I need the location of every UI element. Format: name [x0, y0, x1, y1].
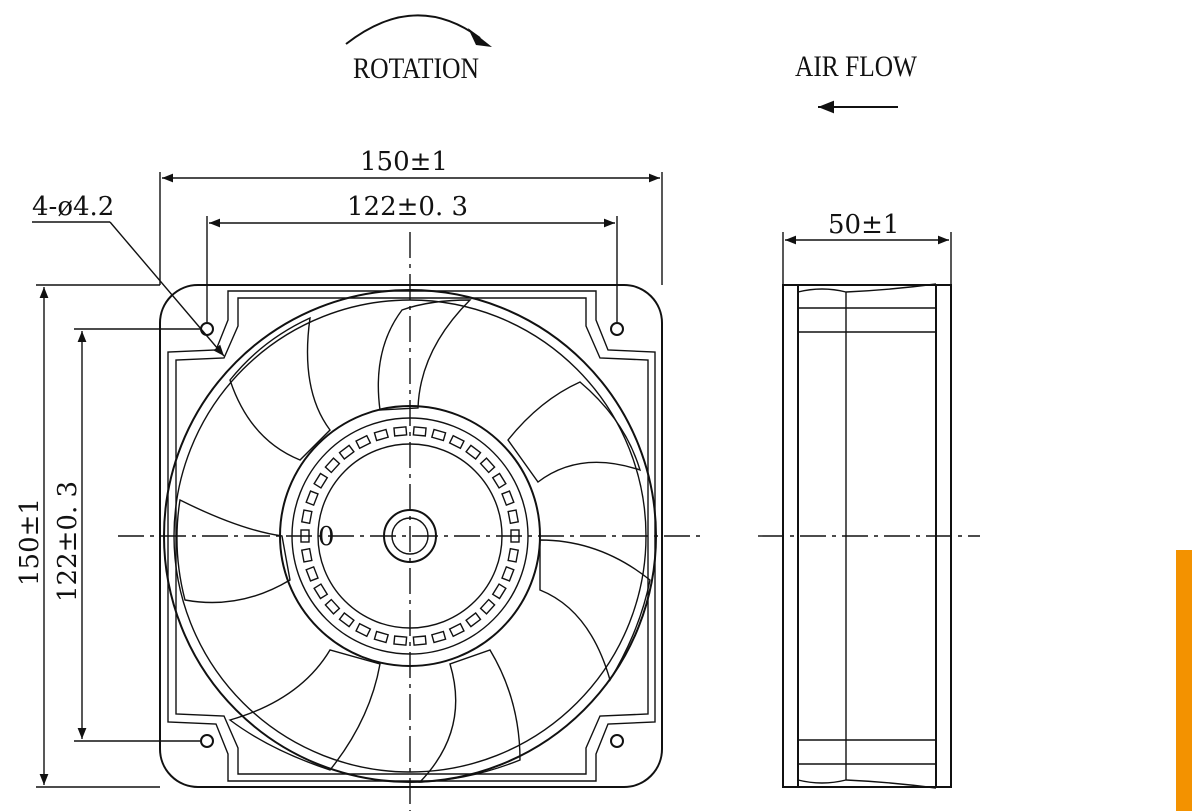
- hub-slot: [507, 509, 520, 525]
- fan-blades: [176, 299, 651, 783]
- hub-slot: [501, 490, 515, 507]
- hub-slot: [355, 622, 372, 638]
- mount-hole-tr: [610, 322, 624, 336]
- hub-slot: [313, 583, 329, 600]
- hub-slot: [507, 547, 520, 563]
- hub-slot: [465, 444, 482, 460]
- rotation-label: ROTATION: [353, 52, 479, 85]
- side-view: 50±1: [758, 210, 980, 789]
- dim-width-mount: 122±0. 3: [347, 192, 468, 222]
- mount-hole-tl: [200, 322, 214, 336]
- hub-slot: [491, 583, 507, 600]
- hole-callout: 4-ø4.2: [32, 192, 114, 222]
- airflow-indicator: AIR FLOW: [795, 50, 918, 114]
- hub-slot: [465, 612, 482, 628]
- hub-slot: [355, 434, 372, 450]
- hole-leader: [109, 221, 225, 357]
- hub-slot: [338, 444, 355, 460]
- fan-blade: [377, 299, 472, 411]
- fan-blade: [507, 381, 642, 483]
- hub-slot: [430, 630, 447, 644]
- hub-slot: [305, 565, 319, 582]
- frame-inner-edge: [175, 297, 649, 775]
- hub-slot: [300, 509, 313, 525]
- hub-slot: [448, 434, 465, 450]
- hub-slot: [305, 490, 319, 507]
- hub-slot: [479, 457, 496, 474]
- mount-hole-br: [610, 734, 624, 748]
- fan-blade: [176, 498, 291, 604]
- mount-hole-bl: [200, 734, 214, 748]
- hub-slot: [430, 428, 447, 442]
- hub-slot: [373, 630, 390, 644]
- hub-slot: [491, 472, 507, 489]
- hub-slot: [393, 426, 408, 437]
- dimensions-front: 150±1 122±0. 3 4-ø4.2 150±1 122±0. 3: [15, 147, 663, 788]
- hub-slot: [313, 472, 329, 489]
- dim-depth: 50±1: [828, 210, 899, 240]
- fan-blade: [418, 649, 521, 783]
- hub-slot: [448, 622, 465, 638]
- side-rib-top: [797, 283, 937, 293]
- hub-slot: [412, 426, 427, 437]
- rotation-indicator: ROTATION: [345, 14, 492, 85]
- hub-slot: [393, 635, 408, 646]
- front-view: 0: [118, 232, 706, 811]
- side-rib-bottom: [797, 779, 937, 789]
- rotation-arrowhead-icon: [468, 28, 492, 47]
- hub-mark: 0: [318, 522, 335, 552]
- hub-slots: [300, 426, 520, 646]
- airflow-label: AIR FLOW: [795, 50, 918, 83]
- hub-slot: [373, 428, 390, 442]
- fan-blade: [228, 649, 381, 771]
- hub-slot: [479, 598, 496, 615]
- hub-slot: [338, 612, 355, 628]
- dim-width-overall: 150±1: [360, 147, 448, 177]
- hub-slot: [324, 457, 341, 474]
- rotation-arrow-icon: [345, 14, 481, 45]
- fan-blade: [229, 316, 331, 461]
- hub-slot: [300, 547, 313, 563]
- dim-height-mount: 122±0. 3: [53, 481, 83, 602]
- fan-blade: [539, 539, 651, 682]
- dim-height-overall: 150±1: [15, 498, 45, 586]
- hub-slot: [501, 565, 515, 582]
- frame-inner-top: [167, 290, 656, 782]
- hub-slot: [324, 598, 341, 615]
- hub-slot: [412, 635, 427, 646]
- accent-bar: [1176, 550, 1192, 811]
